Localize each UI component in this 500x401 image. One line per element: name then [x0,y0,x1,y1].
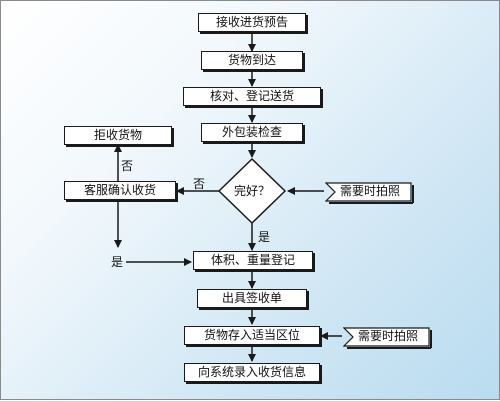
edge-label-no-up: 否 [121,159,134,173]
flag-shape-icon [343,327,432,349]
edge-label-no-left: 否 [193,177,206,191]
note-photo-2: 需要时拍照 [343,327,432,349]
node-volume-weight: 体积、重量登记 [193,251,313,270]
flag-shape-icon [325,182,414,204]
node-goods-arrive: 货物到达 [201,51,303,70]
node-check-register: 核对、登记送货 [183,87,321,106]
note-photo-1-text: 需要时拍照 [340,184,401,198]
note-photo-1: 需要时拍照 [325,182,414,204]
node-store-goods: 货物存入适当区位 [184,326,320,345]
decision-label: 完好？ [233,184,270,198]
node-cs-confirm: 客服确认收货 [64,181,176,200]
node-issue-receipt: 出具签收单 [197,289,307,308]
node-system-entry: 向系统录入收货信息 [184,363,320,382]
note-photo-2-text: 需要时拍照 [358,329,419,343]
edge-label-yes-down: 是 [258,230,271,244]
node-reject: 拒收货物 [64,126,172,145]
node-receive-notice: 接收进货预告 [198,13,306,32]
node-outer-inspect: 外包装检查 [201,123,303,142]
edge-label-yes-right: 是 [111,255,124,269]
